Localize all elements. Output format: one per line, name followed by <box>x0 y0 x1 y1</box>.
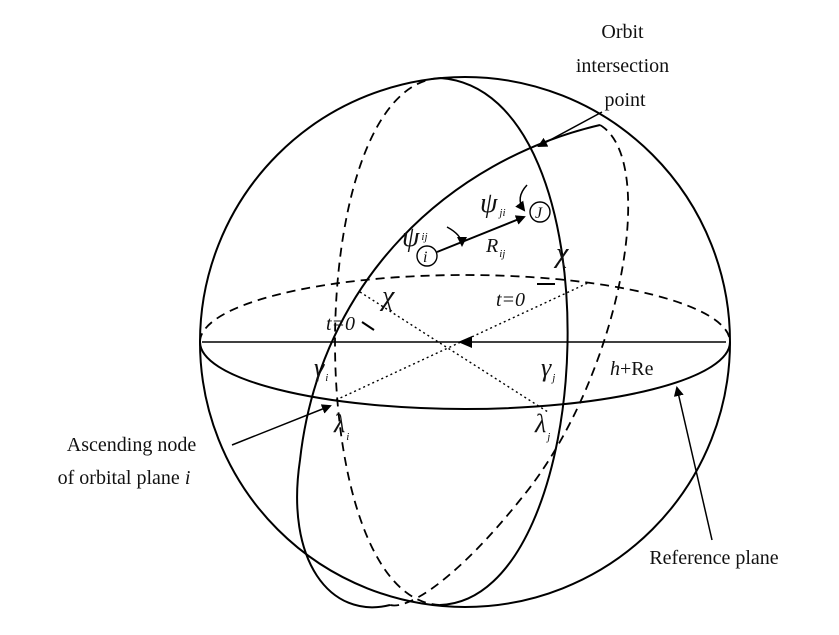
reference-plane-back <box>199 274 731 343</box>
t0-tick-left <box>361 321 375 331</box>
orbit-i-back <box>389 124 630 607</box>
ascending-node-pointer <box>231 404 332 446</box>
psi-ij-arc <box>446 226 467 247</box>
gamma-i-label: γi <box>314 353 328 384</box>
reference-plane-front <box>199 341 731 410</box>
orbit-i-front <box>296 124 601 609</box>
orbit-intersection-pointer <box>537 111 603 147</box>
chi-right-label: χ <box>553 238 569 269</box>
reference-plane-label: Reference plane <box>649 547 778 569</box>
orbit-j-back <box>334 77 441 606</box>
satellite-j-label: J <box>535 205 543 222</box>
gamma-j-label: γj <box>541 353 555 384</box>
lambda-j-label: λj <box>534 409 550 443</box>
lambda-i-label: λi <box>333 409 349 443</box>
orbit-intersection-label: Orbit intersection point <box>576 21 674 111</box>
satellite-i-marker <box>416 245 438 267</box>
satellite-j-marker <box>529 201 551 223</box>
reference-plane-pointer <box>673 386 713 541</box>
chi-left-label: χ <box>379 281 395 312</box>
radius-label: h+Re <box>610 358 654 380</box>
dotted-line-ascending-node-j <box>359 291 549 413</box>
r-ij-line <box>436 215 526 253</box>
psi-ji-arc <box>515 184 528 212</box>
t0-left-label: t=0 <box>326 313 355 335</box>
orbit-j-front <box>439 77 569 606</box>
ascending-node-label: Ascending node of orbital plane i <box>58 434 202 489</box>
t0-right-label: t=0 <box>496 289 525 311</box>
r-ij-label: Rij <box>485 235 505 260</box>
dotted-line-ascending-node-i <box>335 281 591 401</box>
satellite-i-label: i <box>423 249 427 266</box>
